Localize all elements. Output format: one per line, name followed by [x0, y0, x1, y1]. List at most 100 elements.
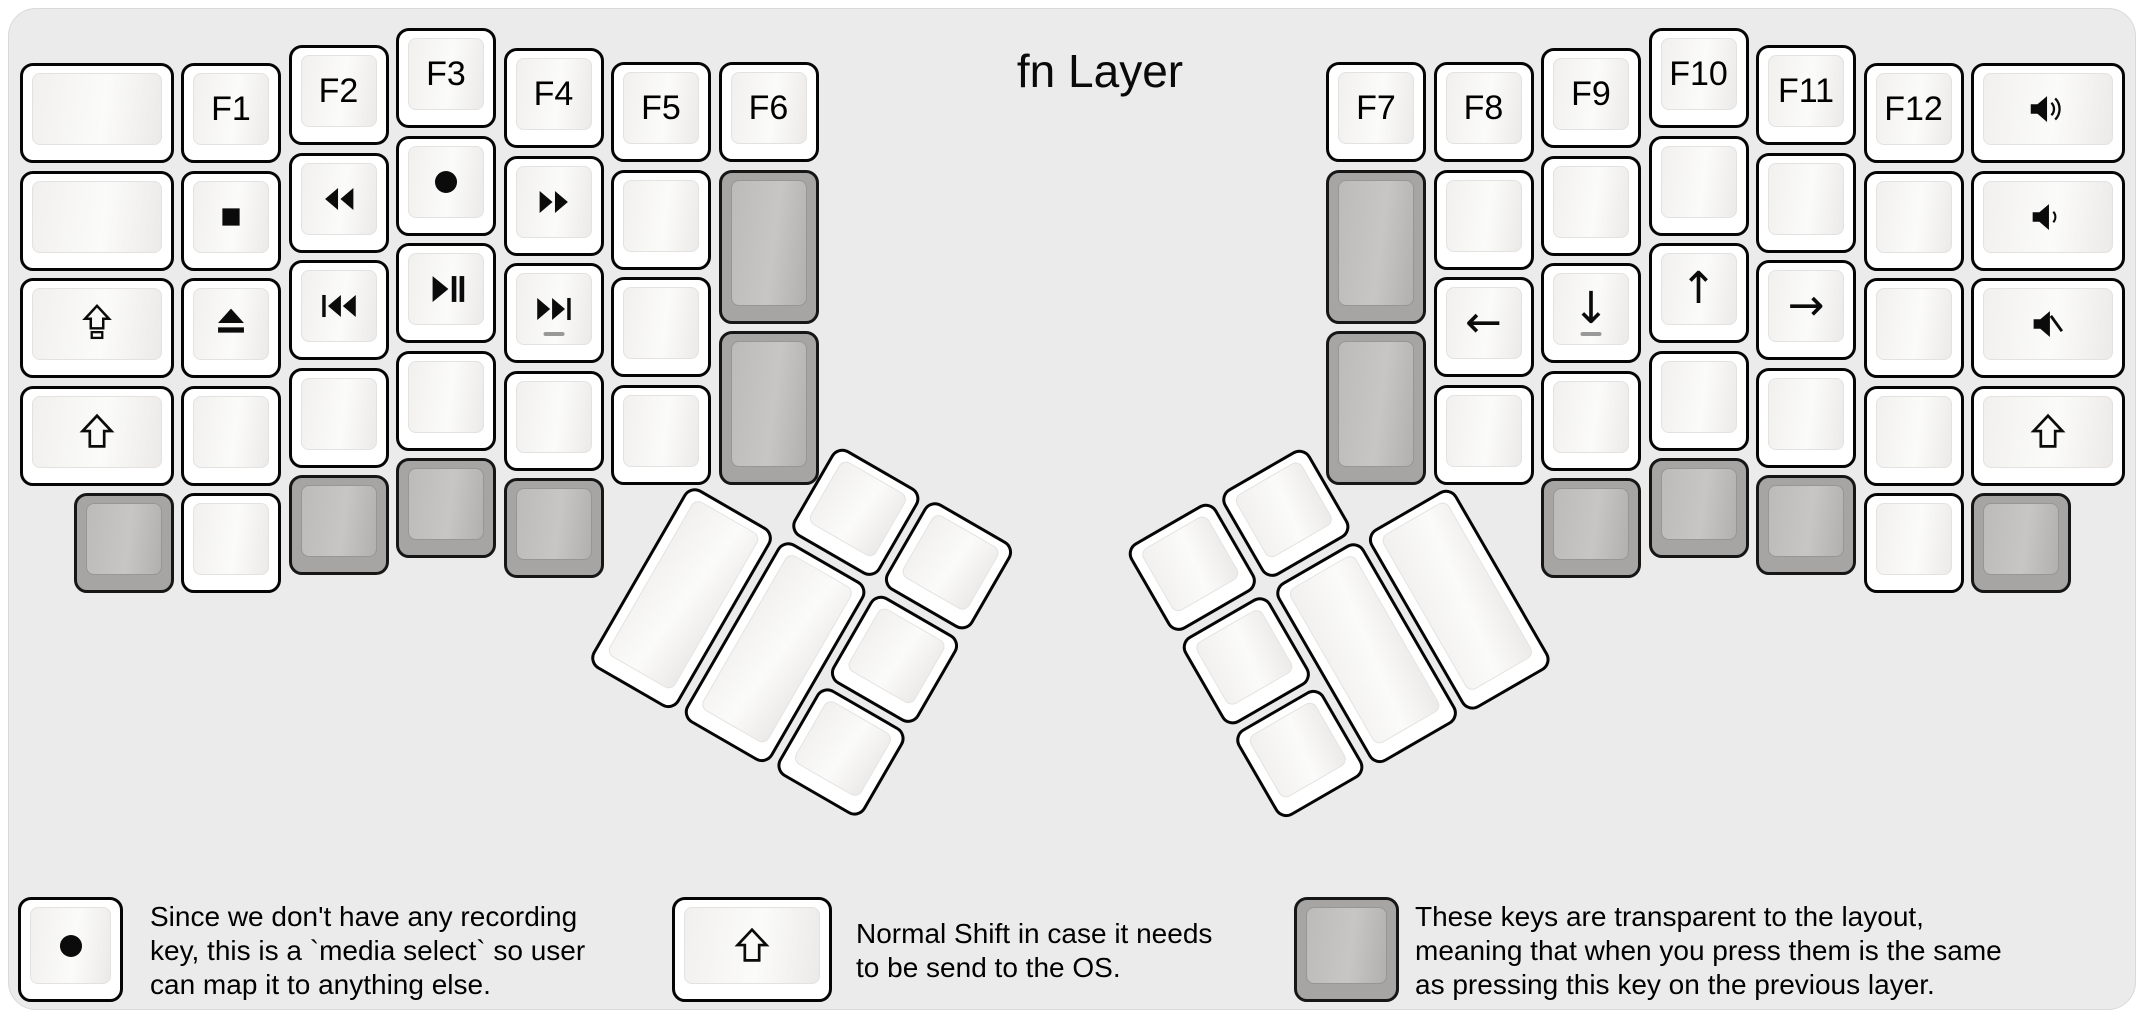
- arrow-down-icon: ↓: [1572, 283, 1610, 334]
- legend-line: meaning that when you press them is the …: [1415, 935, 2002, 966]
- homing-dash: [543, 332, 564, 336]
- legend-text-transparent: These keys are transparent to the layout…: [1415, 900, 2002, 1002]
- legend-line: to be send to the OS.: [856, 952, 1121, 983]
- key-label: F6: [748, 88, 789, 127]
- arrow-right-icon: →: [1787, 280, 1825, 331]
- key-f7: F7: [1326, 62, 1426, 162]
- key-blank: [1648, 135, 1749, 236]
- key-fast-forward: [503, 155, 604, 256]
- keycap-surface: ↓: [1553, 273, 1629, 345]
- keycap-surface: [1983, 395, 2113, 468]
- key-blank: [1433, 169, 1534, 270]
- keycap-surface: [1553, 488, 1629, 560]
- keycap-surface: [1983, 288, 2113, 360]
- keycap-surface: [792, 698, 894, 799]
- keycap-surface: [515, 380, 592, 453]
- keycap-surface: [193, 395, 269, 468]
- key-label: F12: [1884, 89, 1943, 128]
- legend-key-record: [18, 897, 123, 1002]
- keycap-surface: [86, 503, 162, 575]
- legend-line: Since we don't have any recording: [150, 901, 578, 932]
- key-arrow-right: →: [1756, 260, 1856, 360]
- keycap-surface: [408, 145, 484, 218]
- legend-key-shift: [672, 897, 832, 1002]
- keycap-surface: F6: [730, 72, 807, 144]
- keycap-surface: [1768, 377, 1844, 450]
- legend-key-transparent: [1294, 897, 1399, 1002]
- key-eject: [181, 278, 281, 378]
- keycap-surface: [32, 73, 162, 145]
- vol-up-icon: [2025, 86, 2071, 132]
- key-transparent: [74, 493, 174, 593]
- shift-icon: [74, 409, 120, 455]
- keycap-surface: F8: [1445, 72, 1522, 144]
- keycap-surface: [730, 179, 807, 306]
- key-play-pause: [396, 243, 496, 343]
- key-arrow-left: ←: [1433, 277, 1534, 377]
- keycap-surface: [806, 458, 909, 559]
- legend-line: These keys are transparent to the layout…: [1415, 901, 1924, 932]
- keycap-surface: F2: [300, 55, 377, 127]
- arrow-left-icon: ←: [1465, 297, 1502, 348]
- keycap-surface: F5: [623, 72, 699, 144]
- homing-dash: [1580, 332, 1602, 336]
- keycap-surface: [623, 179, 699, 252]
- key-label: F10: [1669, 54, 1728, 93]
- key-record: [396, 135, 496, 236]
- keycap-surface: [1445, 179, 1522, 252]
- key-arrow-down: ↓: [1541, 263, 1641, 363]
- keycap-surface: [845, 605, 948, 706]
- keycap-surface: [515, 165, 592, 238]
- key-blank: [1863, 278, 1964, 378]
- key-transparent: [718, 169, 819, 324]
- record-icon: [48, 923, 94, 969]
- keycap-surface: [300, 270, 377, 342]
- record-icon: [423, 159, 469, 205]
- shift-icon: [729, 923, 775, 969]
- keycap-surface: [193, 180, 269, 253]
- keycap-surface: ←: [1445, 287, 1522, 359]
- key-blank: [20, 63, 174, 163]
- rewind-icon: [316, 176, 362, 222]
- keycap-surface: [1660, 145, 1737, 218]
- key-blank: [1756, 367, 1856, 468]
- keycap-surface: F7: [1338, 72, 1414, 144]
- keycap-surface: [899, 512, 1002, 613]
- playpause-icon: [423, 266, 469, 312]
- key-shift: [20, 385, 174, 486]
- capslock-icon: [74, 301, 120, 347]
- keycap-surface: [193, 288, 269, 360]
- key-blank: [396, 350, 496, 451]
- eject-icon: [208, 301, 254, 347]
- keycap-surface: [623, 394, 699, 467]
- key-mute: [1971, 278, 2125, 378]
- keycap-surface: [193, 503, 269, 575]
- key-blank: [611, 384, 711, 485]
- keycap-surface: [408, 468, 484, 540]
- key-volume-up: [1971, 63, 2125, 163]
- keycap-surface: [684, 907, 820, 984]
- legend-line: as pressing this key on the previous lay…: [1415, 969, 1935, 1000]
- key-blank: [611, 277, 711, 377]
- keycap-surface: F1: [193, 73, 269, 145]
- key-shift: [1971, 385, 2125, 486]
- key-blank: [1541, 155, 1641, 256]
- key-f3: F3: [396, 28, 496, 128]
- keycap-surface: F10: [1660, 38, 1737, 110]
- key-transparent: [1971, 493, 2071, 593]
- keycap-surface: [1768, 162, 1844, 235]
- keycap-surface: [408, 360, 484, 433]
- prev-icon: [316, 283, 362, 329]
- keycap-surface: [1983, 503, 2059, 575]
- key-label: F2: [318, 71, 359, 110]
- legend-line: key, this is a `media select` so user: [150, 935, 586, 966]
- key-blank: [1863, 493, 1964, 593]
- key-f4: F4: [503, 48, 604, 148]
- keycap-surface: [30, 907, 111, 984]
- key-volume-down: [1971, 170, 2125, 271]
- key-transparent: [503, 478, 604, 578]
- key-transparent: [1648, 458, 1749, 558]
- key-f6: F6: [718, 62, 819, 162]
- keycap-surface: [1875, 503, 1952, 575]
